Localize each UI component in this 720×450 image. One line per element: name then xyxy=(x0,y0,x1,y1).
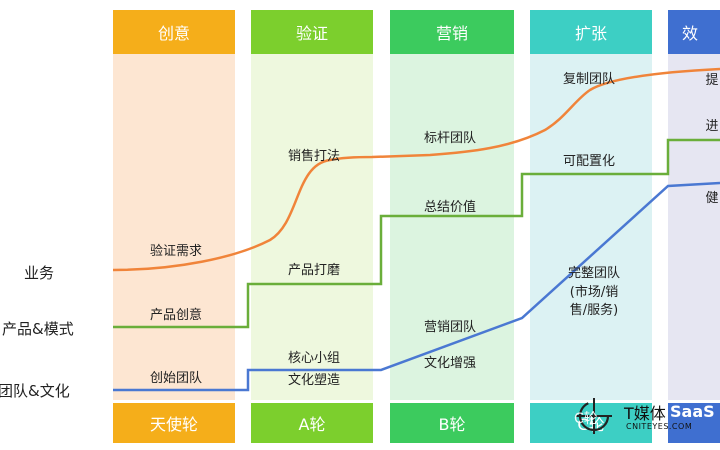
watermark-domain: CNITEYES.COM xyxy=(626,422,693,431)
row-label-product: 产品&模式 xyxy=(2,320,74,338)
column-footer-efficiency xyxy=(668,403,720,443)
team-line xyxy=(113,181,720,392)
watermark-brand: T媒体 xyxy=(624,404,666,423)
column-footer-round-c: C轮 xyxy=(530,403,652,443)
column-footer-round-b: B轮 xyxy=(390,403,514,443)
label-efficiency-team: 健 xyxy=(705,191,719,206)
label-efficiency-product: 进 xyxy=(705,119,719,134)
label-validate-demand: 验证需求 xyxy=(149,244,203,259)
column-footer-round-a: A轮 xyxy=(251,403,373,443)
column-header-expansion: 扩张 xyxy=(530,10,652,54)
label-efficiency-business: 提 xyxy=(705,73,719,88)
label-benchmark-team: 标杆团队 xyxy=(423,131,477,146)
column-header-marketing: 营销 xyxy=(390,10,514,54)
business-line xyxy=(112,67,720,272)
column-bg-efficiency xyxy=(668,54,720,400)
label-product-idea: 产品创意 xyxy=(149,308,203,323)
column-bg-idea xyxy=(113,54,235,400)
watermark-logo-icon xyxy=(576,398,612,434)
label-product-polish: 产品打磨 xyxy=(287,263,341,278)
column-header-efficiency: 效 xyxy=(668,10,720,54)
column-bg-marketing xyxy=(390,54,514,400)
product-line xyxy=(113,138,720,329)
label-founding-team: 创始团队 xyxy=(149,371,203,386)
column-footer-angel: 天使轮 xyxy=(113,403,235,443)
label-configurable: 可配置化 xyxy=(562,154,616,169)
label-culture-strengthen: 文化增强 xyxy=(423,356,477,371)
column-bg-expansion xyxy=(530,54,652,400)
row-label-business: 业务 xyxy=(24,264,55,282)
column-header-idea: 创意 xyxy=(113,10,235,54)
column-header-validation: 验证 xyxy=(251,10,373,54)
watermark-round-c-partial: C轮 xyxy=(574,411,598,427)
label-market-sales: (市场/销 xyxy=(569,285,619,300)
column-bg-validation xyxy=(251,54,373,400)
label-replicate-team: 复制团队 xyxy=(562,72,616,87)
label-complete-team: 完整团队 xyxy=(567,266,621,281)
label-culture-building: 文化塑造 xyxy=(287,373,341,388)
label-sales-service: 售/服务) xyxy=(569,303,619,318)
row-label-team: 团队&文化 xyxy=(0,382,70,400)
watermark: C轮 T媒体 SaaS CNITEYES.COM xyxy=(568,394,720,436)
label-sales-playbook: 销售打法 xyxy=(287,149,341,164)
watermark-saas: SaaS xyxy=(670,402,715,421)
label-marketing-team: 营销团队 xyxy=(423,320,477,335)
label-core-group: 核心小组 xyxy=(287,351,341,366)
label-summarize-value: 总结价值 xyxy=(423,200,477,215)
